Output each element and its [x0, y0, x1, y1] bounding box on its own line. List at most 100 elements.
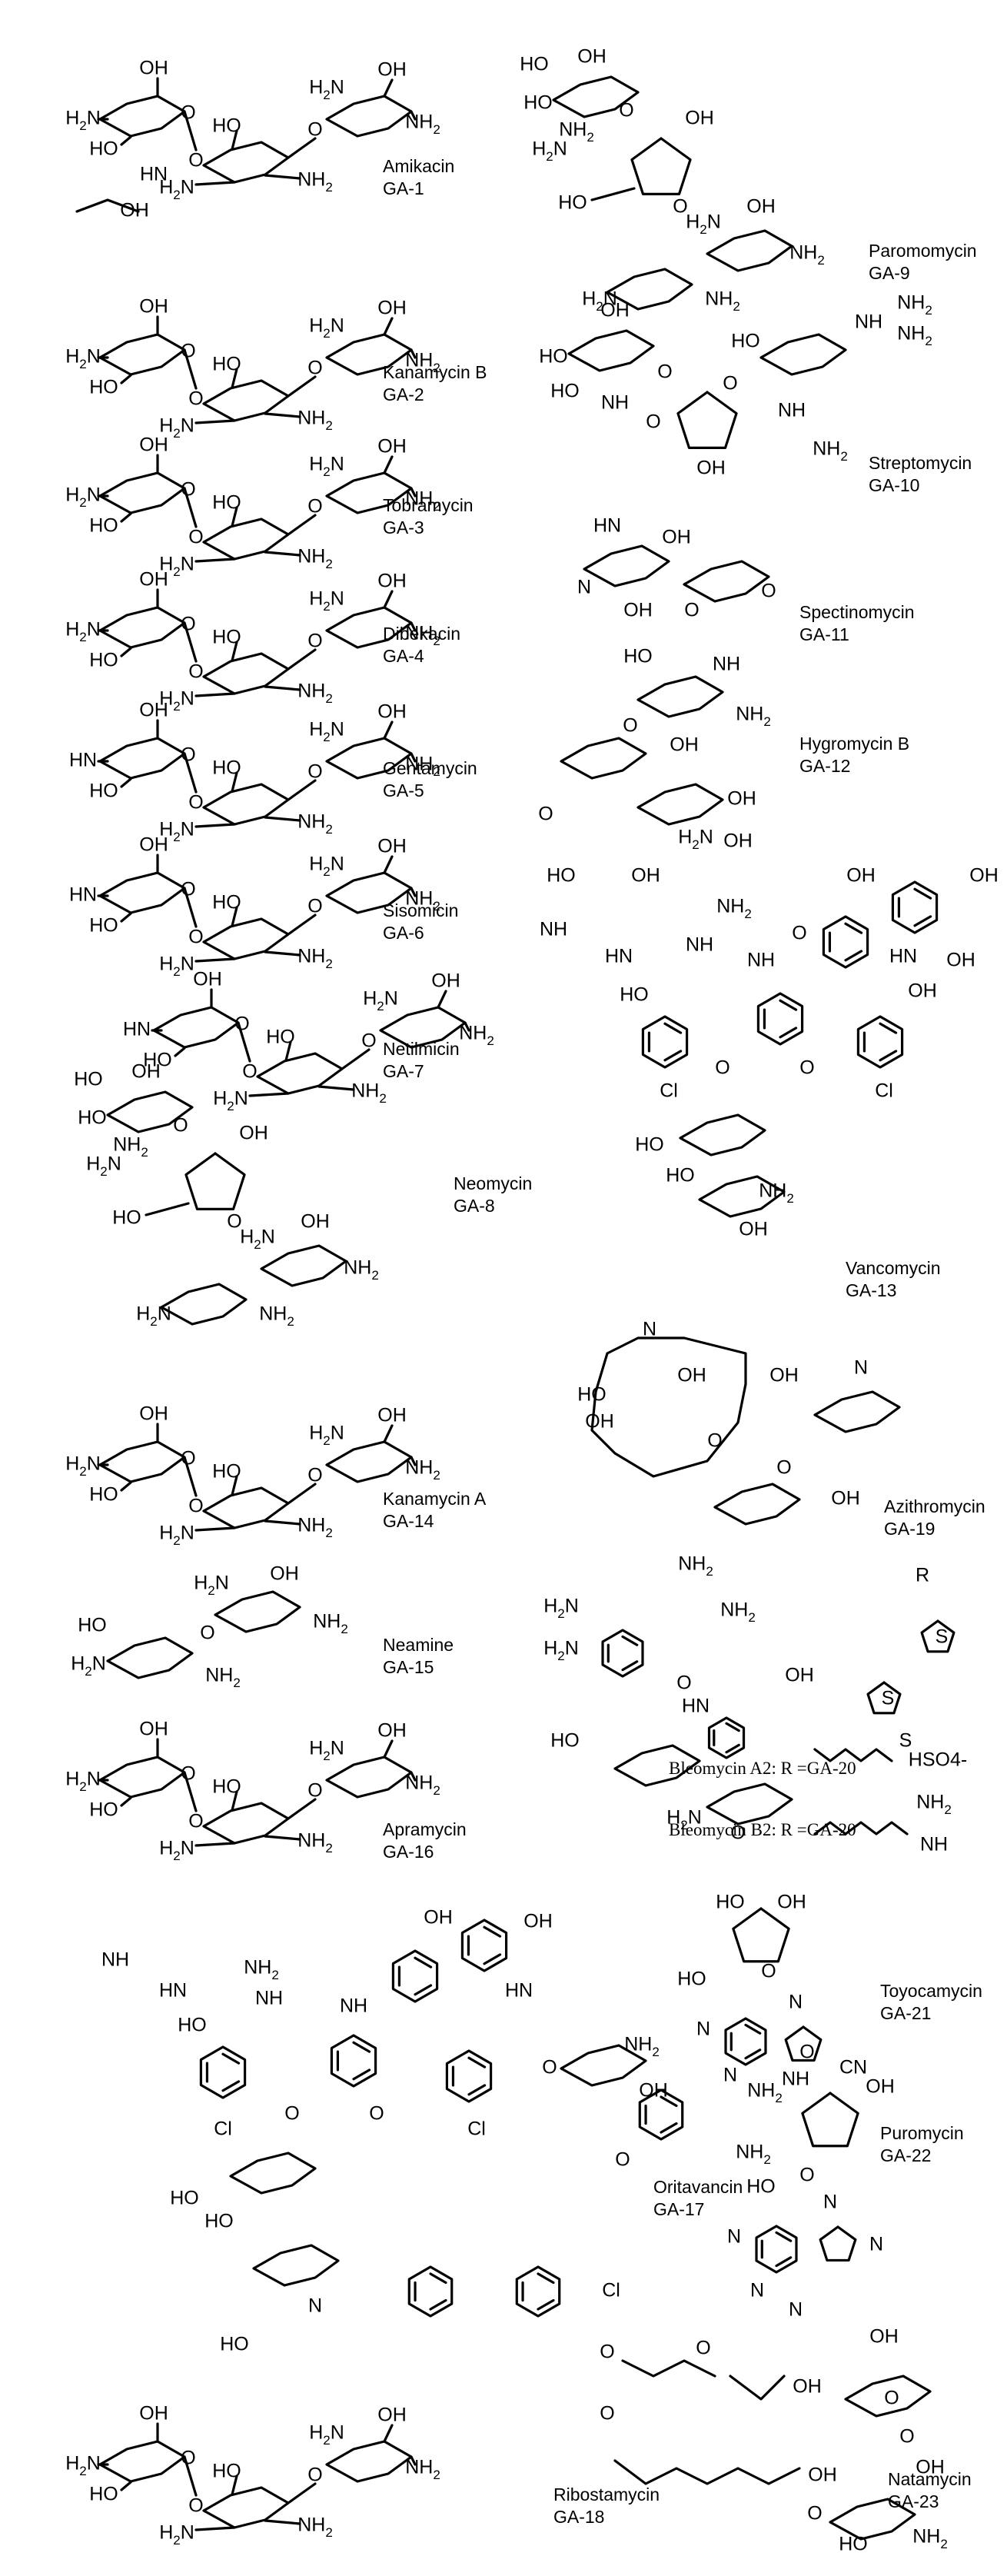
aromatic-ring: [407, 2265, 454, 2318]
compound-code: GA-12: [799, 756, 851, 776]
bond: [183, 887, 198, 928]
atom-label: H2N: [309, 588, 344, 614]
atom-label: OH: [270, 1563, 299, 1585]
compound-name: Neomycin: [454, 1173, 533, 1193]
atom-label: HO: [78, 1107, 107, 1129]
bond: [410, 348, 417, 359]
bond: [621, 2359, 716, 2378]
atom-label: NH2: [405, 1772, 440, 1798]
compound-name: Puromycin: [880, 2123, 964, 2143]
double-bond: [725, 1743, 740, 1754]
bond: [120, 777, 132, 788]
compound-code: GA-18: [553, 2507, 605, 2527]
atom-label: Cl: [214, 2118, 232, 2140]
atom-label: Cl: [660, 1080, 678, 1102]
atom-label: O: [181, 479, 195, 501]
atom-label: O: [646, 411, 660, 433]
bond: [120, 912, 132, 923]
atom-label: H2N: [213, 1088, 248, 1113]
aromatic-ring: [756, 992, 804, 1046]
ring-bond: [325, 471, 413, 514]
atom-label: OH: [193, 969, 222, 990]
bond: [341, 1048, 371, 1070]
bond: [410, 887, 417, 897]
bond: [410, 621, 417, 632]
atom-label: OH: [139, 2403, 168, 2425]
bond: [813, 1748, 893, 1762]
atom-label: O: [200, 1622, 214, 1644]
bond: [120, 1796, 132, 1807]
atom-label: O: [730, 1822, 745, 1844]
atom-label: HO: [89, 780, 118, 802]
atom-label: CN: [839, 2057, 867, 2078]
atom-label: HO: [170, 2188, 199, 2209]
compound-name: Toyocamycin: [880, 1981, 982, 2001]
ring-bond: [706, 1782, 793, 1825]
bond: [383, 855, 394, 874]
bond: [231, 641, 238, 662]
atom-label: HO: [143, 1050, 172, 1071]
atom-label: OH: [969, 865, 999, 887]
atom-label: NH2: [720, 1599, 756, 1625]
double-bond: [429, 2272, 447, 2285]
bond: [410, 2455, 417, 2466]
bond: [264, 412, 301, 418]
ring-bond: [676, 391, 738, 449]
compound-code: GA-9: [869, 263, 910, 283]
double-bond: [779, 999, 798, 1011]
ring-bond: [819, 2225, 857, 2262]
atom-label: NH2: [736, 2142, 771, 2167]
ring-bond: [560, 737, 647, 780]
compound-name: Sisomicin: [383, 900, 459, 920]
double-bond: [744, 2048, 762, 2060]
ring-bond: [636, 783, 724, 826]
bond: [231, 1790, 238, 1812]
ring-bond: [630, 137, 692, 195]
atom-label: O: [776, 1457, 791, 1479]
atom-label: HO: [89, 915, 118, 937]
atom-label: HO: [89, 1484, 118, 1506]
atom-label: O: [234, 1013, 249, 1035]
ring-bond: [866, 1681, 902, 1715]
atom-label: O: [307, 1465, 322, 1486]
atom-label: OH: [696, 458, 726, 479]
atom-label: HO: [220, 2334, 249, 2355]
atom-label: HN: [889, 946, 917, 967]
atom-label: OH: [662, 527, 691, 548]
bond: [317, 1085, 355, 1091]
double-bond: [352, 2068, 371, 2081]
bond: [231, 129, 238, 151]
atom-label: NH2: [789, 242, 825, 268]
atom-label: NH2: [244, 1957, 279, 1982]
atom-label: O: [657, 361, 672, 383]
atom-label: OH: [431, 970, 460, 992]
atom-label: H2N: [136, 1303, 171, 1329]
atom-label: OH: [808, 2465, 837, 2486]
ring-bond: [698, 1175, 786, 1218]
atom-label: H2N: [309, 1738, 344, 1763]
ring-bond: [829, 2498, 916, 2541]
bond: [194, 692, 236, 697]
atom-label: O: [600, 2403, 614, 2425]
atom-label: N: [823, 2192, 837, 2213]
compound-name: Kanamycin B: [383, 362, 487, 382]
atom-label: N: [577, 577, 591, 598]
atom-label: H2N: [159, 1838, 194, 1863]
aromatic-ring: [707, 1716, 746, 1759]
ring-bond: [98, 333, 186, 376]
atom-label: HO: [635, 1134, 664, 1156]
atom-label: S: [899, 1730, 912, 1752]
atom-label: O: [696, 2338, 710, 2359]
atom-label: O: [307, 2465, 322, 2486]
bond: [194, 957, 236, 963]
bond: [194, 419, 236, 424]
atom-label: OH: [139, 1403, 168, 1425]
ring-bond: [784, 2025, 823, 2062]
atom-label: N: [789, 2299, 803, 2321]
